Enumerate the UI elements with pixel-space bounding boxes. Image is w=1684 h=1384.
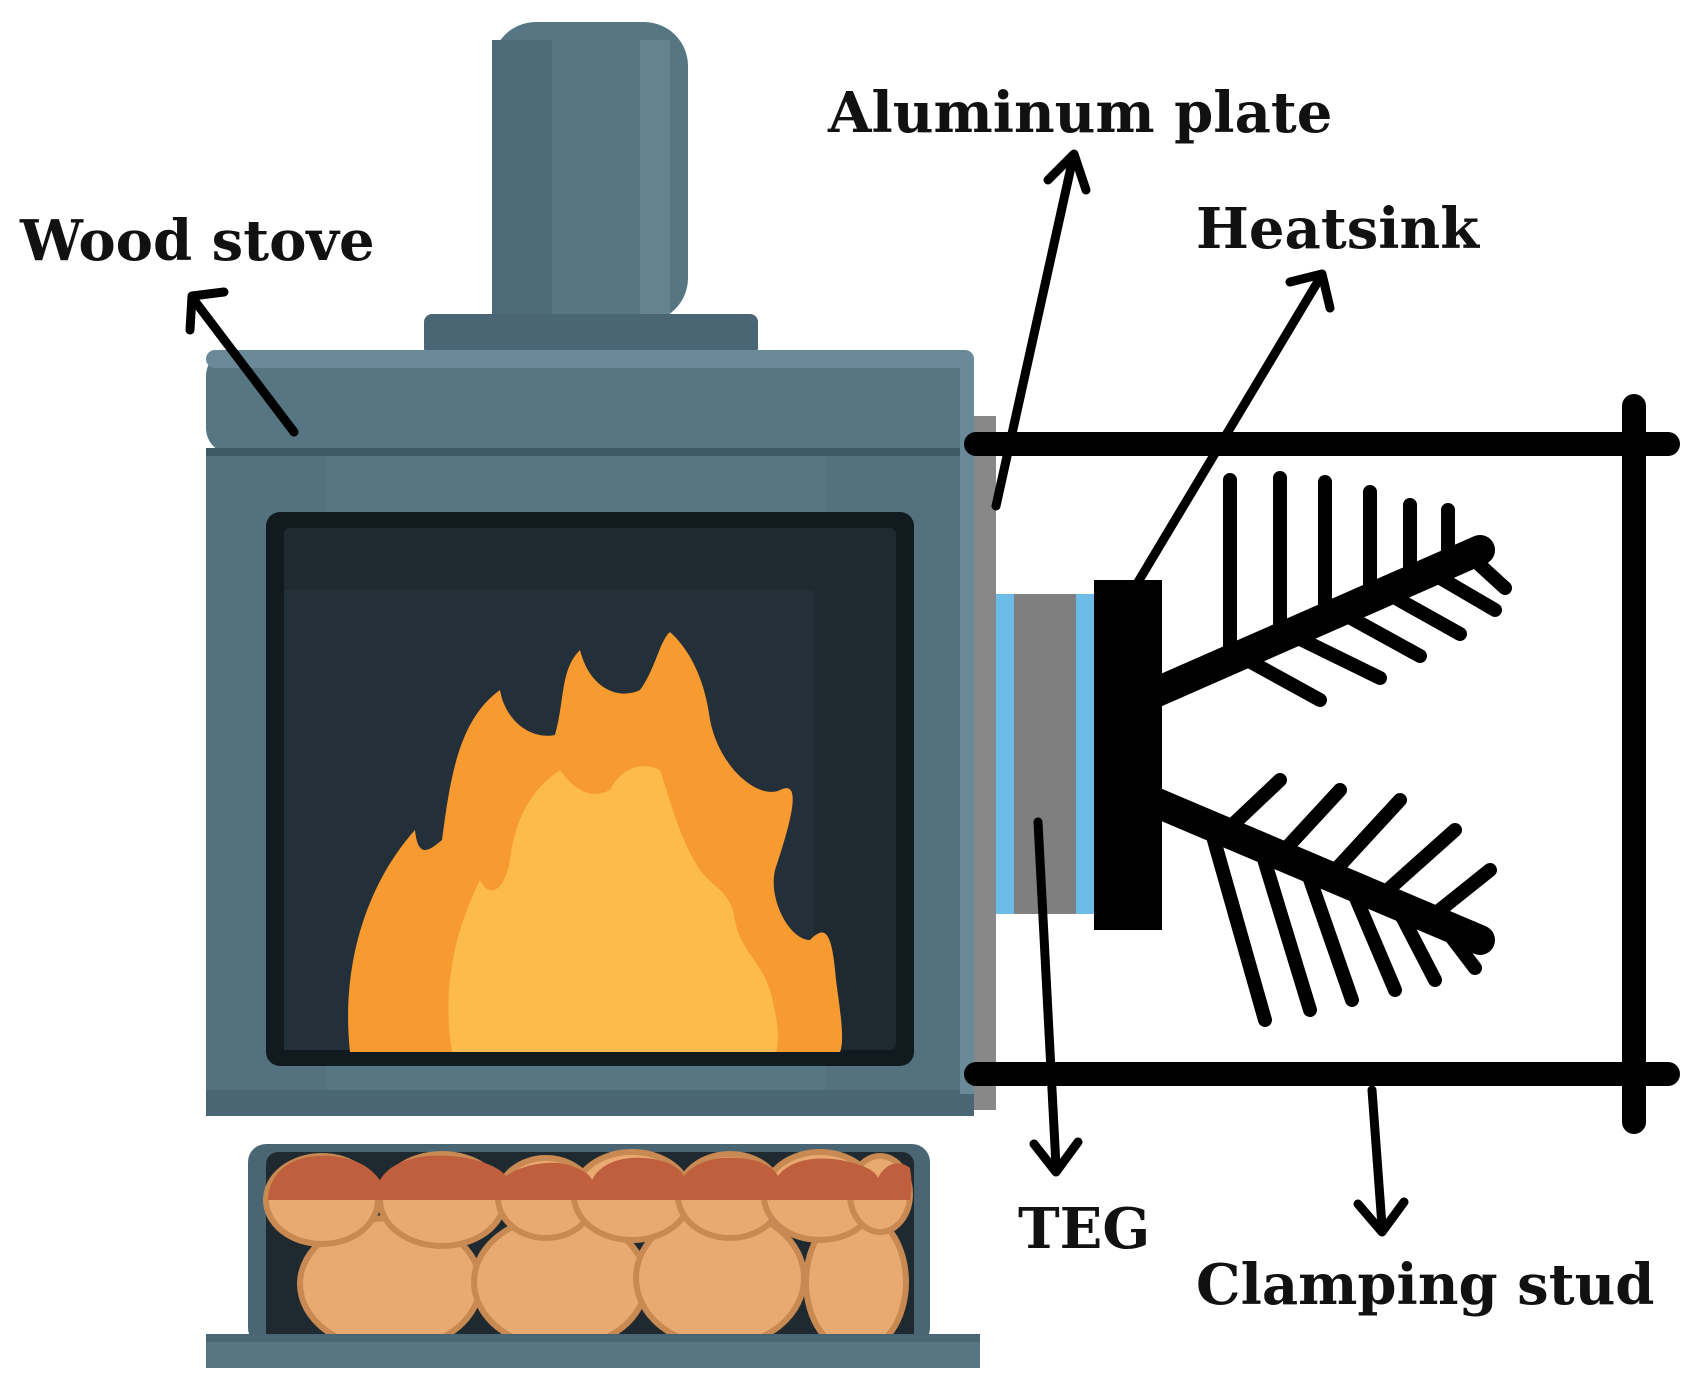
flame-inner bbox=[448, 766, 778, 1052]
teg-module bbox=[1014, 594, 1076, 914]
heatsink-fin bbox=[1333, 605, 1427, 663]
heatsink-fin bbox=[1373, 823, 1462, 904]
logs bbox=[263, 1149, 913, 1355]
heatsink-fin bbox=[1233, 649, 1327, 707]
stove-top-highlight bbox=[206, 350, 974, 368]
arrow-heatsink bbox=[1133, 273, 1325, 587]
chimney-pipe-highlight bbox=[640, 40, 670, 322]
heatsink-fin bbox=[1323, 793, 1407, 883]
log-bark bbox=[268, 1155, 912, 1200]
heatsink-fin bbox=[1298, 858, 1359, 1007]
arrow-clamping-stud bbox=[1367, 1085, 1387, 1231]
heatsink-fin bbox=[1203, 819, 1272, 1027]
flame-icon bbox=[348, 632, 843, 1052]
heatsink-fins bbox=[1135, 471, 1512, 1027]
label-aluminum-plate: Aluminum plate bbox=[827, 80, 1332, 146]
arrowhead-icon bbox=[1029, 1137, 1083, 1177]
stove-lower-band bbox=[206, 1090, 974, 1116]
heatsink-fin bbox=[1423, 565, 1502, 617]
heatsink-base bbox=[1094, 580, 1162, 930]
arrow-wood-stove bbox=[189, 295, 299, 437]
arrowhead-icon bbox=[185, 287, 229, 335]
heatsink-fin bbox=[1378, 585, 1467, 641]
label-clamping-stud: Clamping stud bbox=[1196, 1252, 1654, 1318]
arrow-aluminum-plate bbox=[991, 153, 1078, 511]
heatsink-fin bbox=[1388, 896, 1442, 987]
arrowhead-icon bbox=[1285, 269, 1335, 313]
arrow-teg bbox=[1033, 817, 1061, 1171]
stove-base-shade bbox=[206, 1334, 980, 1342]
teg-cold-side-layer bbox=[1076, 594, 1094, 914]
heatsink-fin bbox=[1283, 627, 1387, 685]
stove-top bbox=[206, 350, 974, 454]
arrowhead-icon bbox=[1043, 149, 1091, 195]
teg-hot-side-layer bbox=[996, 594, 1014, 914]
label-wood-stove: Wood stove bbox=[19, 208, 375, 274]
heatsink-fin bbox=[1218, 773, 1287, 839]
wood-stove bbox=[206, 22, 980, 1368]
arrowhead-icon bbox=[1353, 1197, 1409, 1237]
chimney-collar bbox=[424, 314, 758, 356]
label-heatsink: Heatsink bbox=[1196, 196, 1480, 262]
label-teg: TEG bbox=[1018, 1196, 1150, 1262]
heatsink-fin bbox=[1343, 877, 1402, 997]
stove-side-edge bbox=[960, 360, 974, 1094]
heatsink-fin bbox=[1423, 863, 1497, 925]
stove-top-band bbox=[206, 448, 974, 458]
heatsink-fin bbox=[1253, 839, 1317, 1017]
heatsink-fin bbox=[1463, 549, 1512, 595]
aluminum-plate bbox=[974, 416, 996, 1110]
chimney-pipe-shade bbox=[492, 40, 552, 322]
heatsink-fin bbox=[1273, 783, 1347, 862]
heatsink-fin bbox=[1433, 915, 1482, 975]
leader-arrows bbox=[185, 149, 1409, 1237]
clamping-frame bbox=[964, 394, 1680, 1134]
teg-assembly bbox=[964, 394, 1680, 1134]
